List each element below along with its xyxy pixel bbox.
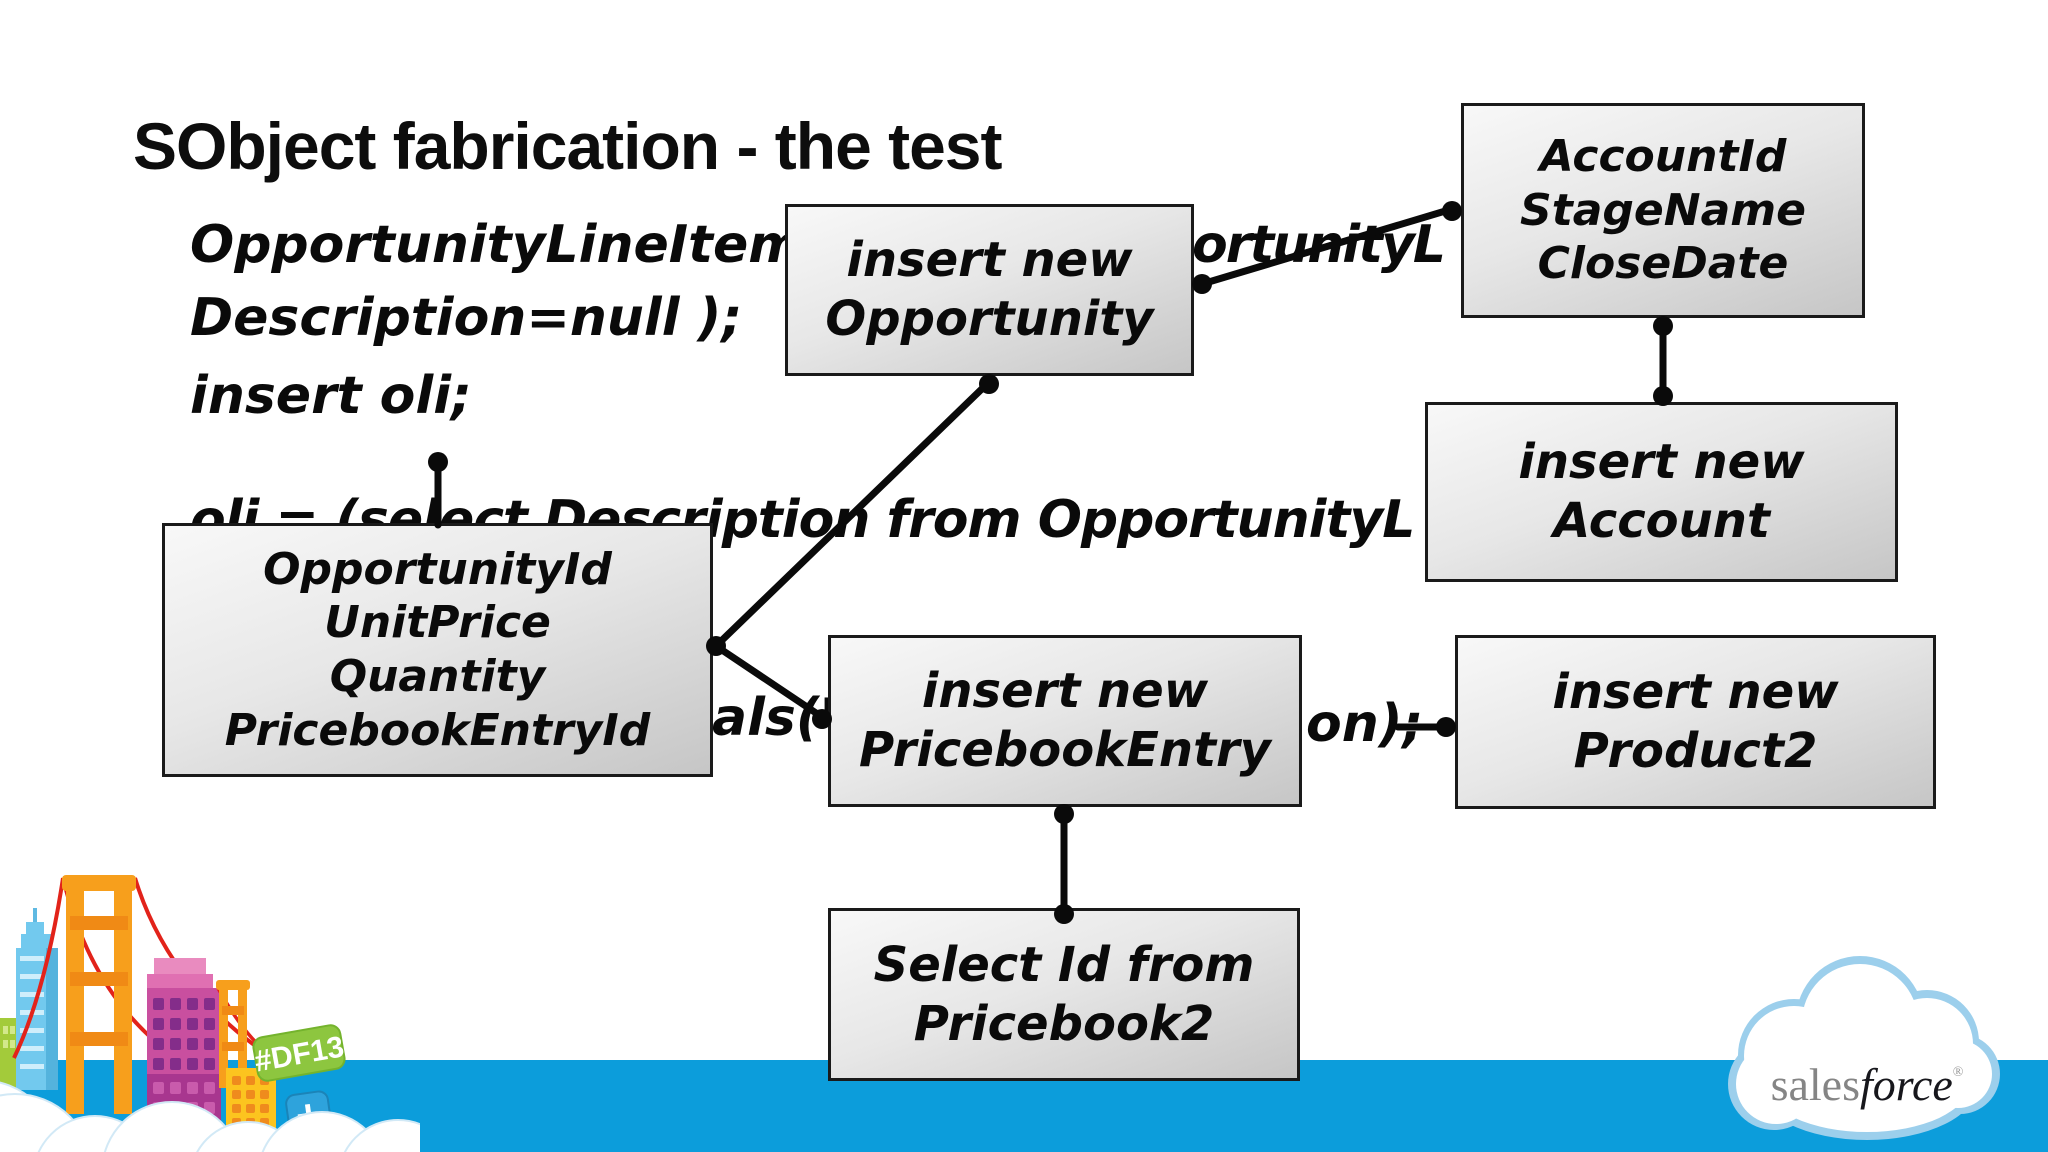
code-fragment-line3: insert oli; <box>190 366 472 426</box>
connector-dot <box>1436 717 1456 737</box>
svg-text:salesforce®: salesforce® <box>1771 1059 1964 1110</box>
box-label-line: Opportunity <box>825 291 1154 347</box>
cloud-shape <box>0 1081 420 1152</box>
connector-dot <box>979 374 999 394</box>
connector-dot <box>1653 316 1673 336</box>
box-label-line: PricebookEntryId <box>224 704 651 756</box>
box-label-line: OpportunityId <box>263 543 612 595</box>
box-label-line: UnitPrice <box>324 597 551 649</box>
code-fragment-line1-right: ortunityL <box>1192 215 1446 275</box>
wordmark-force: force <box>1860 1059 1953 1110</box>
box-label-line: insert new <box>921 663 1209 720</box>
df13-badge: #DF13 <box>252 1024 346 1082</box>
code-fragment-line5-right: on); <box>1306 694 1424 754</box>
skyscraper-icon <box>16 908 58 1090</box>
diagram-box-insert-opportunity: insert new Opportunity <box>785 204 1194 376</box>
box-label-line: Account <box>1553 493 1770 549</box>
salesforce-logo: salesforce® <box>1728 956 2000 1140</box>
connector-dot <box>1054 804 1074 824</box>
wordmark-sales: sales <box>1771 1059 1860 1110</box>
box-label-line: StageName <box>1520 184 1806 236</box>
box-label-line: CloseDate <box>1537 238 1789 290</box>
cloud-icon <box>1736 964 1992 1132</box>
box-label-line: insert new <box>846 232 1133 289</box>
box-label-line: Select Id from <box>873 936 1255 993</box>
diagram-box-insert-product2: insert new Product2 <box>1455 635 1936 809</box>
box-label-line: PricebookEntry <box>859 722 1271 778</box>
code-fragment-line5-left: als(' <box>712 688 836 748</box>
code-fragment-line2: Description=null ); <box>190 288 743 348</box>
diagram-box-insert-account: insert new Account <box>1425 402 1898 582</box>
diagram-box-account-fields: AccountId StageName CloseDate <box>1461 103 1865 318</box>
box-label-line: insert new <box>1518 434 1805 491</box>
box-label-line: Quantity <box>329 651 546 702</box>
connector-dot <box>1192 274 1212 294</box>
dreamforce-city-illustration: #DF13 + <box>0 875 420 1152</box>
code-fragment-line1-left: OpportunityLineItem <box>190 215 803 275</box>
diagram-box-oli-fields: OpportunityId UnitPrice Quantity Pricebo… <box>162 523 713 777</box>
box-label-line: AccountId <box>1539 130 1787 182</box>
registered-mark: ® <box>1953 1065 1964 1080</box>
box-label-line: insert new <box>1552 664 1839 721</box>
box-label-line: Product2 <box>1573 723 1818 779</box>
box-label-line: Pricebook2 <box>913 995 1215 1052</box>
diagram-box-insert-pricebookentry: insert new PricebookEntry <box>828 635 1302 807</box>
connector-dot <box>428 452 448 472</box>
slide-title: SObject fabrication - the test <box>133 109 1002 183</box>
diagram-box-select-pricebook2: Select Id from Pricebook2 <box>828 908 1300 1081</box>
connector-dot <box>1442 201 1462 221</box>
